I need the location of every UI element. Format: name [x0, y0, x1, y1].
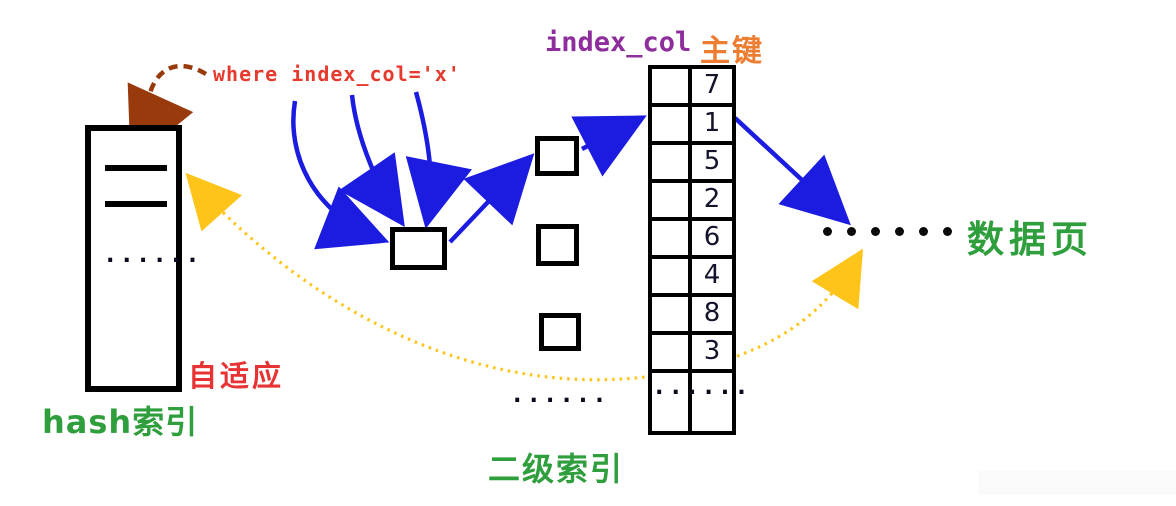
index-col-cell: [652, 145, 692, 179]
secondary-index-node-main: [390, 227, 447, 270]
data-page-dot: [919, 227, 928, 236]
index-col-cell: [652, 69, 692, 103]
data-page-dots: [823, 227, 952, 236]
data-page-label: 数据页: [967, 218, 1093, 261]
primary-key-cell: 7: [703, 70, 721, 100]
secondary-nodes-ellipsis: ......: [510, 380, 609, 408]
node-to-node-arrow: [448, 153, 535, 244]
query-arrow-1: [291, 100, 390, 250]
index-col-cell: [652, 183, 692, 217]
data-page-dot: [847, 227, 856, 236]
index-col-cell: [652, 373, 692, 431]
data-page-dot: [871, 227, 880, 236]
secondary-index-label: 二级索引: [488, 450, 625, 488]
watermark-strip: [978, 471, 1176, 495]
node-to-table-arrow: [571, 115, 647, 177]
hash-box-ellipsis: ......: [103, 240, 202, 268]
secondary-index-node-lower: [539, 313, 581, 351]
index-col-cell: [652, 335, 692, 369]
table-row: 8: [652, 297, 732, 335]
query-condition-label: where index_col='x': [213, 62, 461, 86]
table-row-ellipsis: [652, 373, 732, 431]
index-col-cell: [652, 297, 692, 331]
index-col-cell: [652, 221, 692, 255]
table-row: 6: [652, 221, 732, 259]
primary-key-cell: 3: [703, 336, 721, 366]
hash-to-datapage-dotted-arrow: [185, 172, 864, 382]
table-row: 2: [652, 183, 732, 221]
table-to-datapage-arrow: [733, 116, 851, 226]
index-leaf-table: 7 1 5 2 6 4 8 3: [648, 65, 751, 435]
data-page-dot: [895, 227, 904, 236]
hash-entry-line-1: [105, 165, 167, 171]
query-arrow-3: [405, 91, 472, 229]
primary-key-cell: 1: [703, 108, 721, 138]
data-page-dot: [943, 227, 952, 236]
table-row: 7: [652, 69, 732, 107]
data-page-dot: [823, 227, 832, 236]
primary-key-cell: 2: [703, 184, 721, 214]
primary-key-cell: 4: [703, 260, 721, 290]
secondary-index-node-top: [535, 136, 579, 176]
hash-index-label: hash索引: [42, 403, 199, 441]
table-row: 1: [652, 107, 732, 145]
secondary-index-node-middle: [536, 224, 579, 266]
query-arrow-2: [338, 94, 405, 228]
table-ellipsis: ......: [652, 372, 751, 400]
adaptive-label: 自适应: [188, 359, 285, 393]
index-col-cell: [652, 107, 692, 141]
primary-key-cell: 8: [703, 298, 721, 328]
table-row: 4: [652, 259, 732, 297]
table-row: 5: [652, 145, 732, 183]
primary-key-cell: 5: [703, 146, 721, 176]
primary-key-cell: 6: [703, 222, 721, 252]
index-col-header-label: index_col: [545, 27, 692, 58]
primary-key-header-label: 主键: [700, 34, 764, 69]
table-row: 3: [652, 335, 732, 373]
hash-entry-line-2: [105, 201, 167, 207]
hash-index-box: ......: [85, 125, 200, 392]
index-col-cell: [652, 259, 692, 293]
